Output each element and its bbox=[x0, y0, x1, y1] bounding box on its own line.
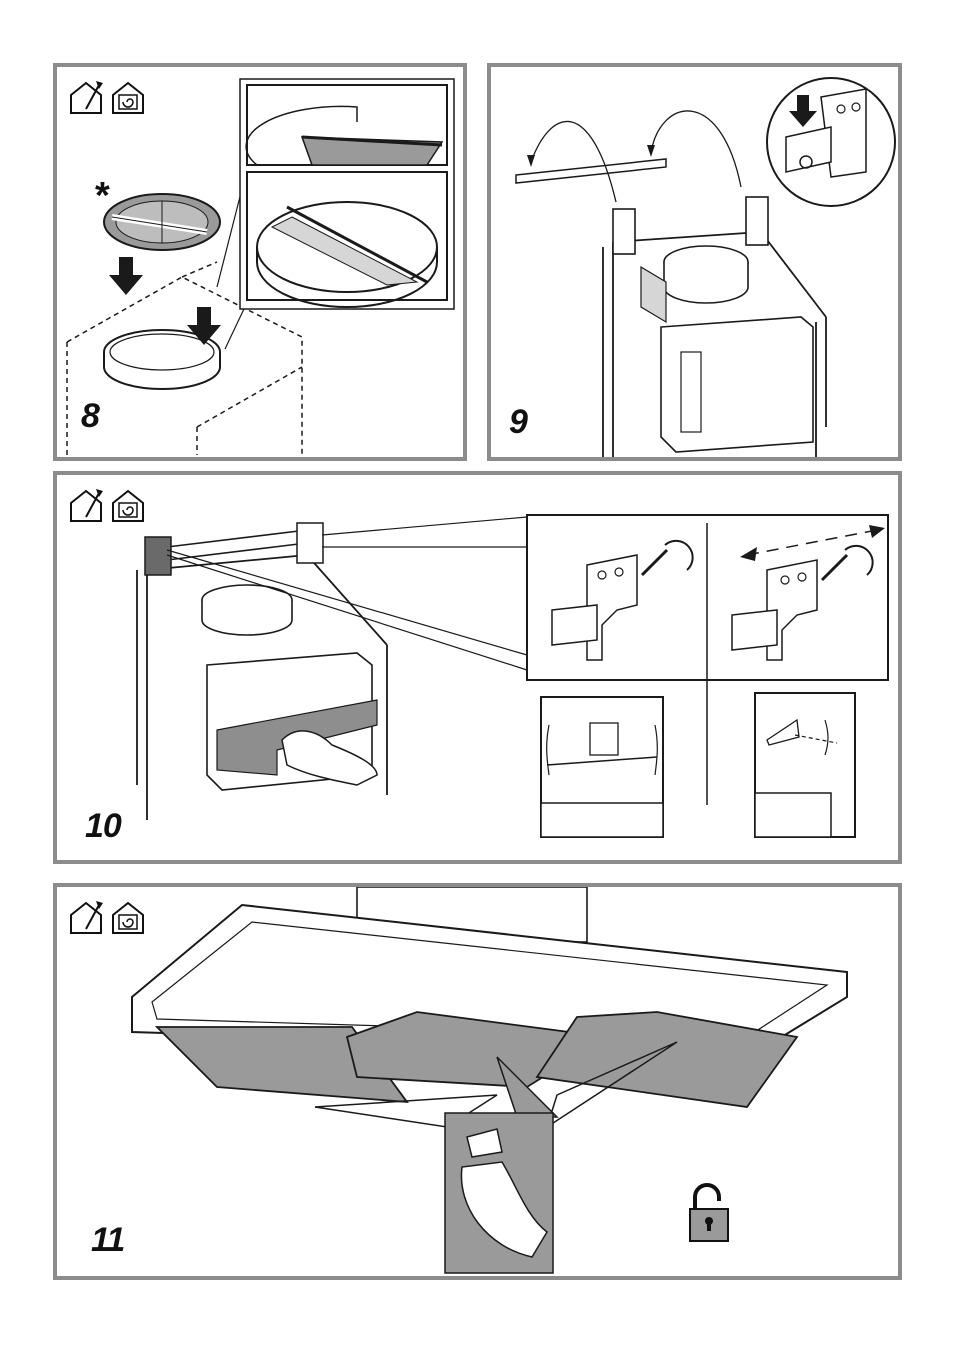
step-11-panel: 11 bbox=[53, 883, 902, 1280]
step-8-number: 8 bbox=[81, 397, 99, 436]
padlock-open-icon bbox=[687, 1183, 733, 1245]
step-10-number: 10 bbox=[85, 807, 121, 846]
step-9-panel: 9 bbox=[487, 63, 902, 461]
house-ducted-exhaust-icon bbox=[69, 79, 153, 115]
step-11-number: 11 bbox=[91, 1221, 124, 1260]
step-11-illustration bbox=[57, 887, 898, 1276]
step-10-illustration bbox=[57, 475, 898, 860]
step-10-panel: 10 bbox=[53, 471, 902, 864]
house-ducted-recirculation-icons bbox=[69, 899, 153, 935]
house-recirculation-icon bbox=[69, 487, 153, 523]
step-8-asterisk: * bbox=[95, 175, 110, 218]
step-9-illustration bbox=[491, 67, 898, 457]
step-8-illustration bbox=[57, 67, 463, 457]
step-8-panel: * 8 bbox=[53, 63, 467, 461]
step-9-number: 9 bbox=[509, 403, 527, 442]
